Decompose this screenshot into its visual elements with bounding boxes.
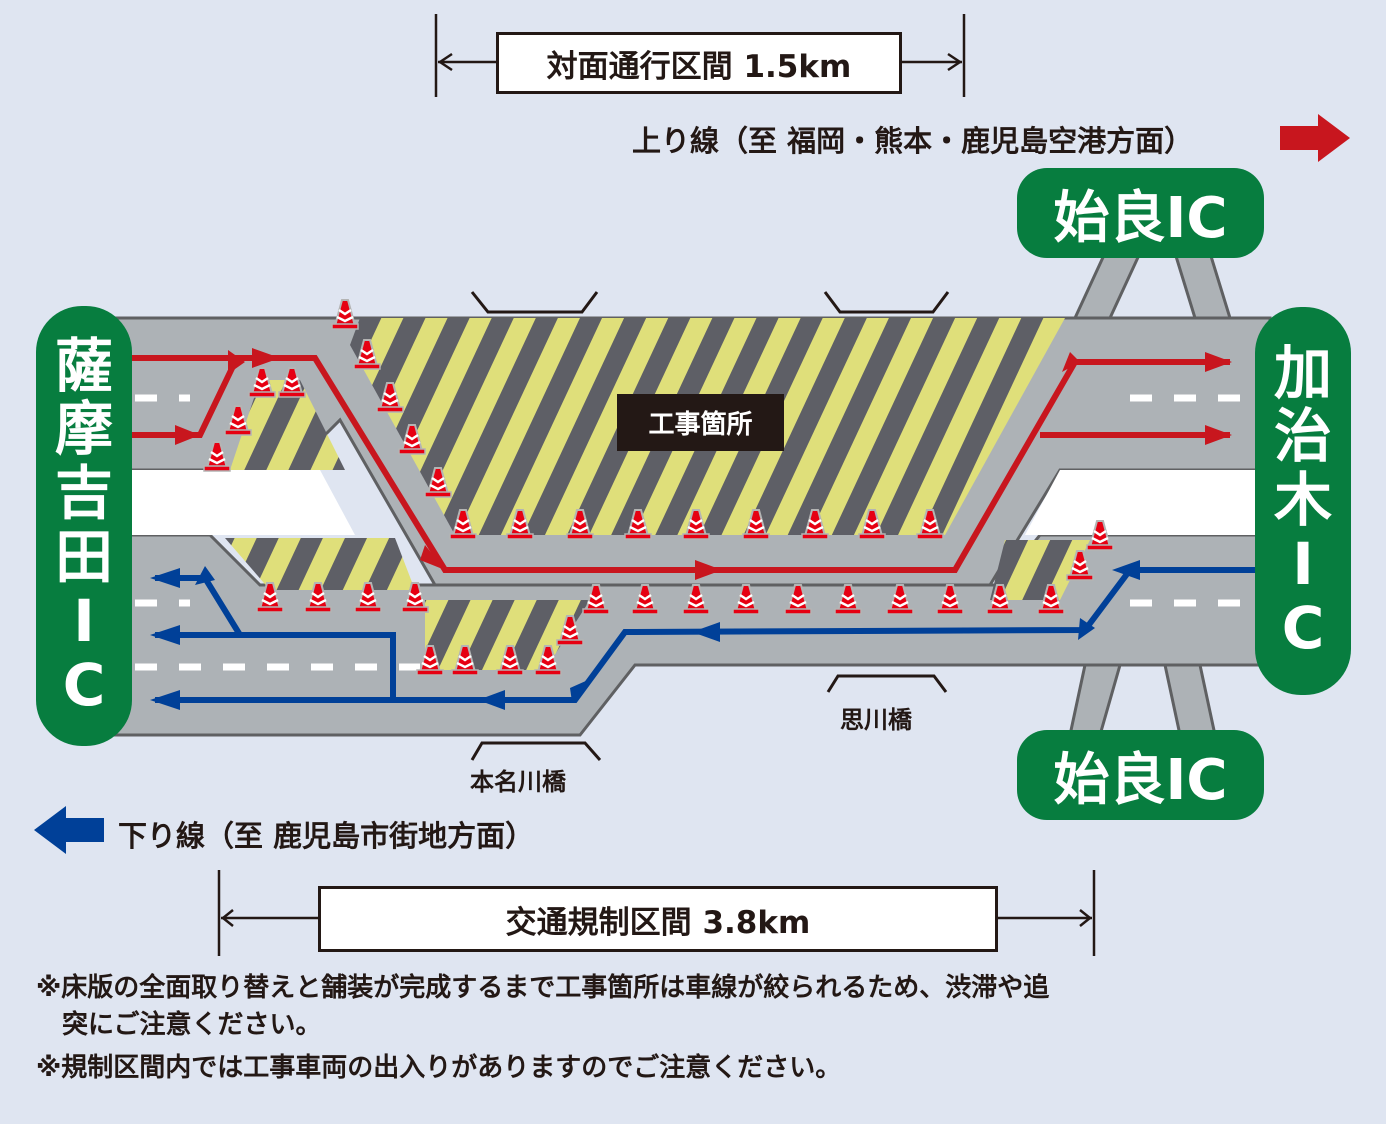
range-bottom-text: 交通規制区間 3.8km [505, 904, 811, 941]
ramp-bottom [1068, 663, 1217, 737]
work-area-lower-right [990, 540, 1090, 600]
ic-char: 吉 [54, 459, 113, 528]
median-right [1025, 470, 1260, 535]
note-2: ※規制区間内では工事車両の出入りがありますのでご注意ください。 [36, 1053, 842, 1083]
bridge-label-omoi: 思川橋 [840, 706, 912, 734]
lane-dashes [135, 394, 1255, 671]
work-area-lower-left [225, 538, 415, 590]
ic-char: 摩 [54, 395, 113, 464]
ic-char: C [62, 650, 106, 719]
note-1: ※床版の全面取り替えと舗装が完成するまで工事箇所は車線が絞られるため、渋滞や追 [36, 973, 1050, 1003]
ic-char: 田 [54, 523, 113, 591]
face-to-face-section-label: 対面通行区間 1.5km [496, 32, 902, 94]
ic-char: 治 [1273, 402, 1332, 471]
range-bottom-lines [217, 870, 1096, 956]
up-line-arrow-icon [1280, 114, 1350, 162]
traffic-restriction-section-label: 交通規制区間 3.8km [318, 886, 998, 952]
median [130, 470, 355, 535]
ic-aira-bottom: 始良IC [1017, 730, 1264, 820]
ic-satsuma-yoshida: 薩 摩 吉 田 I C [36, 306, 132, 746]
range-top-lines [434, 14, 966, 97]
range-top-text: 対面通行区間 1.5km [546, 48, 852, 85]
ic-char: 薩 [54, 331, 113, 400]
ic-aira-top: 始良IC [1017, 168, 1264, 258]
up-line-label: 上り線（至 福岡・熊本・鹿児島空港方面） [632, 124, 1194, 158]
ic-char: C [1281, 593, 1325, 662]
ic-kajiki: 加 治 木 I C [1255, 307, 1351, 695]
bridge-markers [470, 291, 950, 761]
ic-char: 木 [1273, 466, 1332, 535]
down-line-label: 下り線（至 鹿児島市街地方面） [118, 819, 535, 853]
ic-char: 加 [1273, 338, 1332, 407]
worksite-label: 工事箇所 [617, 394, 784, 451]
down-line-arrow-icon [34, 806, 104, 854]
ramp-top [1072, 251, 1233, 320]
down-arrowheads [150, 560, 1140, 710]
ic-char: I [1292, 529, 1314, 598]
work-area-left [230, 380, 345, 470]
ic-char: I [73, 586, 95, 655]
bridge-label-honmyo: 本名川橋 [470, 768, 566, 796]
up-arrowheads [175, 348, 1232, 580]
note-1-continued: 突にご注意ください。 [36, 1010, 322, 1040]
